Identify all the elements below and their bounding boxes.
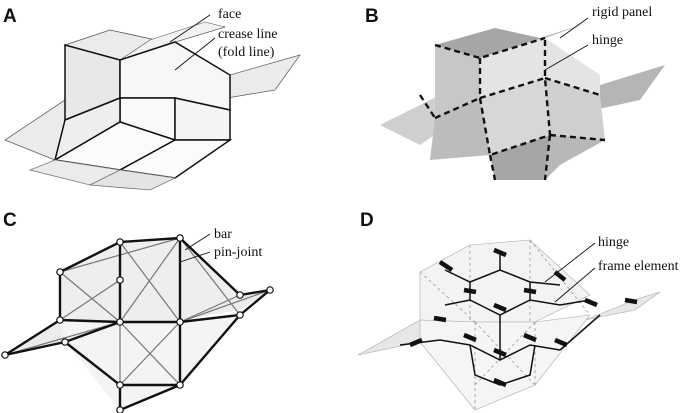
- leader-crease: [174, 37, 216, 71]
- d-flap-right: [584, 291, 661, 321]
- leader-pin-joint: [179, 251, 211, 263]
- leader-rigid-panel: [559, 17, 589, 39]
- c-pin-joints: [1, 234, 274, 413]
- b-panel-left-mid: [430, 98, 490, 160]
- leader-hinge-d: [544, 242, 596, 283]
- b-panel-top-left: [435, 28, 540, 58]
- label-crease-line: crease line: [218, 27, 277, 42]
- panel-d-letter: D: [360, 210, 374, 231]
- leader-face: [169, 14, 211, 43]
- label-pin-joint: pin-joint: [214, 245, 262, 260]
- d-body-bottom: [419, 314, 591, 411]
- label-hinge-b: hinge: [592, 33, 623, 48]
- leader-hinge-b: [544, 44, 589, 71]
- leader-bar: [184, 233, 211, 251]
- d-hinges: [409, 247, 638, 388]
- b-panel-left-wall: [435, 45, 480, 118]
- face-bottom-mid: [88, 169, 177, 191]
- panel-a-letter: A: [3, 6, 17, 27]
- panel-c-letter: C: [3, 210, 17, 231]
- b-panel-front-upper: [480, 38, 600, 98]
- label-hinge-d: hinge: [598, 235, 629, 250]
- panel-d-frame-model: D: [357, 210, 679, 411]
- b-panel-center: [480, 78, 550, 155]
- label-face: face: [218, 7, 241, 22]
- label-fold-line: (fold line): [218, 45, 275, 60]
- b-hinge-lines: [418, 36, 606, 181]
- panel-c-bar-and-joint-model: C: [1, 210, 274, 413]
- panel-b-letter: B: [365, 6, 379, 27]
- b-panel-bottom-right: [545, 135, 605, 180]
- b-panel-bottom: [490, 135, 550, 180]
- label-bar: bar: [214, 227, 232, 242]
- label-frame-element: frame element: [598, 259, 679, 274]
- label-rigid-panel: rigid panel: [592, 5, 652, 20]
- c-body-bottom: [60, 315, 240, 410]
- panel-b-rigid-panel-model: B rigid panel hinge: [365, 5, 665, 181]
- panel-a-crease-pattern: A face crease line (fold line): [3, 6, 301, 191]
- b-panel-right-mid: [545, 78, 605, 140]
- b-flap-right: [585, 65, 665, 112]
- leader-frame-element: [554, 267, 596, 303]
